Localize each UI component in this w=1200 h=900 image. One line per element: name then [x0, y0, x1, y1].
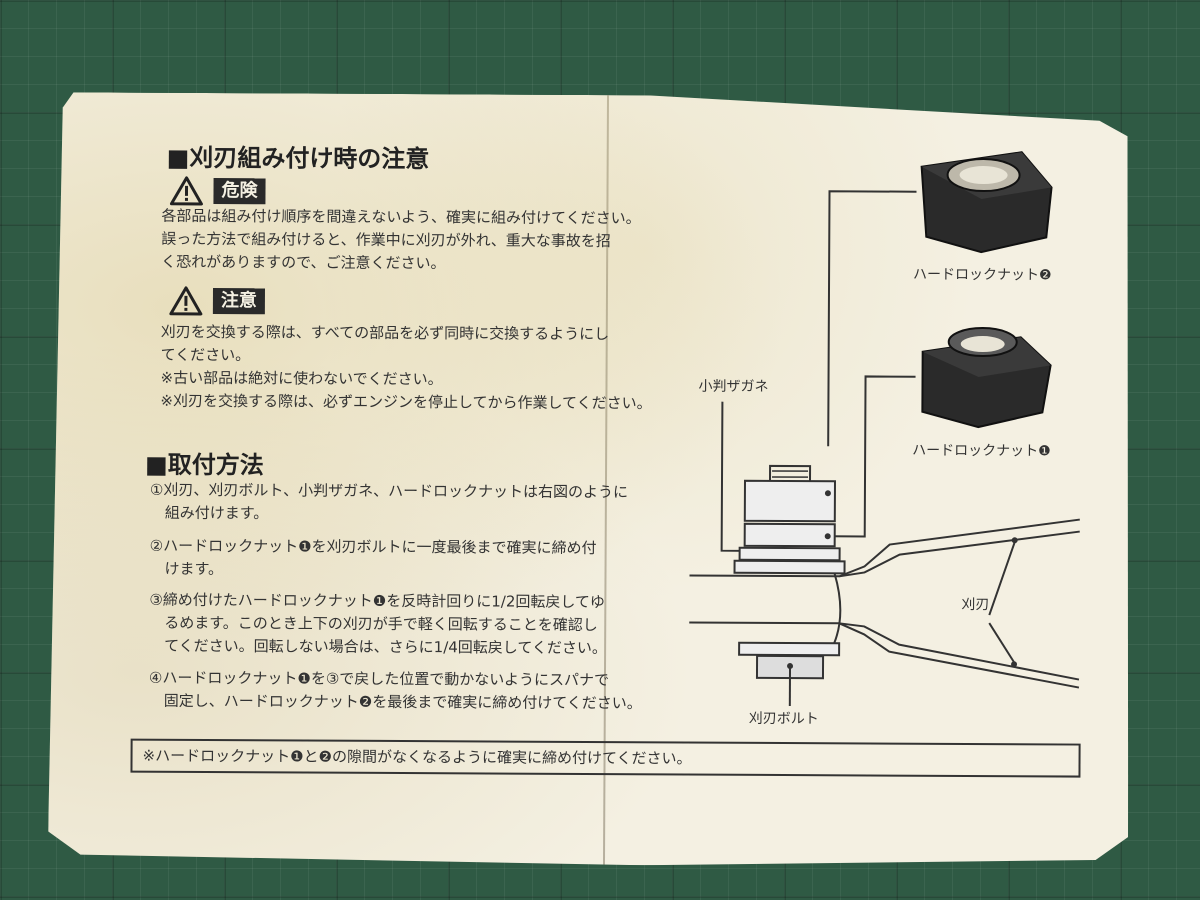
step-line: てください。回転しない場合は、さらに1/4回転戻してください。 — [149, 636, 607, 658]
instruction-sheet: ■刈刃組み付け時の注意 危険 各部品は組み付け順序を間違えないよう、確実に組み付… — [48, 92, 1132, 868]
leader-blade-upper — [989, 542, 1014, 615]
label-bolt: 刈刃ボルト — [749, 711, 819, 727]
blade-illustration — [689, 518, 1080, 688]
label-blade: 刈刃 — [961, 597, 989, 613]
danger-line: 誤った方法で組み付けると、作業中に刈刃が外れ、重大な事故を招 — [161, 229, 611, 251]
leader-nut-2 — [828, 191, 916, 446]
step-3: ③締め付けたハードロックナット❶を反時計回りに1/2回転戻してゆ るめます。この… — [149, 589, 607, 660]
step-line: 固定し、ハードロックナット❷を最後まで確実に締め付けてください。 — [148, 691, 642, 713]
assembly-diagram: ハードロックナット❷ ハードロックナット❶ 小判ザガネ — [609, 125, 1092, 728]
caution-badge: 注意 — [213, 288, 265, 314]
tightening-note: ※ハードロックナット❶と❷の隙間がなくなるように確実に締め付けてください。 — [130, 739, 1080, 778]
leader-blade-lower — [989, 623, 1014, 662]
step-1: ①刈刃、刈刃ボルト、小判ザガネ、ハードロックナットは右図のように 組み付けます。 — [150, 479, 628, 528]
caution-line: ※刈刃を交換する際は、必ずエンジンを停止してから作業してください。 — [160, 391, 652, 413]
bolt-stack-illustration — [734, 466, 845, 679]
step-4: ④ハードロックナット❶を③で戻した位置で動かないようにスパナで 固定し、ハードロ… — [149, 667, 642, 716]
step-line: るめます。このとき上下の刈刃が手で軽く回転することを確認し — [149, 613, 598, 635]
hard-lock-nut-2-illustration — [921, 152, 1052, 253]
step-line: ③締め付けたハードロックナット❶を反時計回りに1/2回転戻してゆ — [149, 590, 606, 612]
danger-heading: 危険 — [169, 176, 265, 207]
danger-line: 各部品は組み付け順序を間違えないよう、確実に組み付けてください。 — [161, 206, 641, 228]
caution-text: 刈刃を交換する際は、すべての部品を必ず同時に交換するようにし てください。 ※古… — [160, 321, 652, 416]
hard-lock-nut-1-illustration — [922, 328, 1051, 428]
caution-line: てください。 — [160, 345, 251, 365]
section-title-installation: ■取付方法 — [145, 450, 264, 480]
step-line: ②ハードロックナット❶を刈刃ボルトに一度最後まで確実に締め付 — [149, 536, 597, 558]
danger-line: く恐れがありますので、ご注意ください。 — [161, 252, 446, 273]
caution-line: ※古い部品は絶対に使わないでください。 — [160, 368, 443, 389]
step-line: けます。 — [149, 559, 224, 579]
section-title-blade-assembly: ■刈刃組み付け時の注意 — [166, 143, 430, 174]
danger-badge: 危険 — [213, 178, 265, 204]
step-2: ②ハードロックナット❶を刈刃ボルトに一度最後まで確実に締め付 けます。 — [149, 535, 596, 583]
step-line: ④ハードロックナット❶を③で戻した位置で動かないようにスパナで — [148, 668, 610, 690]
warning-triangle-icon — [169, 286, 203, 316]
step-line: 組み付けます。 — [149, 503, 269, 523]
caution-line: 刈刃を交換する際は、すべての部品を必ず同時に交換するようにし — [160, 322, 610, 344]
label-hard-lock-nut-2: ハードロックナット❷ — [913, 267, 1052, 284]
label-hard-lock-nut-1: ハードロックナット❶ — [912, 443, 1051, 460]
leader-nut-1 — [832, 376, 916, 536]
danger-text: 各部品は組み付け順序を間違えないよう、確実に組み付けてください。 誤った方法で組… — [161, 205, 641, 277]
step-line: ①刈刃、刈刃ボルト、小判ザガネ、ハードロックナットは右図のように — [149, 480, 629, 502]
warning-triangle-icon — [169, 176, 203, 206]
label-washer: 小判ザガネ — [698, 379, 768, 395]
caution-heading: 注意 — [169, 286, 265, 317]
